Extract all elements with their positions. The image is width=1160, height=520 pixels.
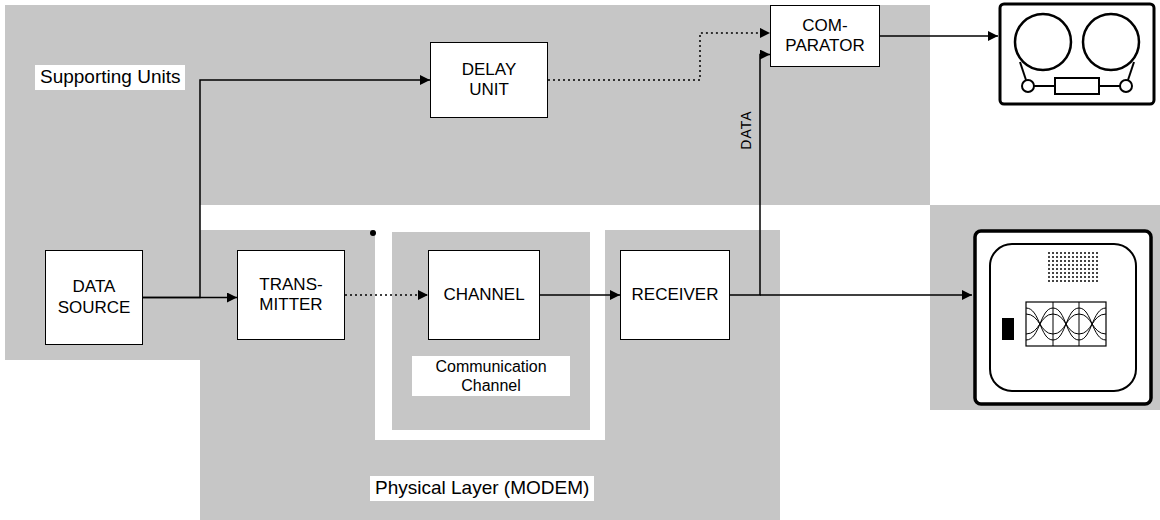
region-band: Physical Layer (MODEM) TRANS- MITTER Commu… (200, 230, 780, 520)
region-label: Communication Channel (412, 356, 570, 396)
box-label: CHANNEL (443, 285, 524, 305)
junction-dot (370, 230, 376, 236)
region-frame (375, 205, 605, 440)
box-label: DATA SOURCE (54, 277, 134, 318)
region-fill (5, 5, 930, 205)
connector-arrow (540, 294, 620, 296)
process-box: COM- PARATOR (770, 5, 880, 67)
region-label: Supporting Units (35, 65, 185, 90)
monitor-icon (975, 231, 1151, 404)
output-wire (880, 35, 998, 37)
region-band: Communication Channel CHANNEL (392, 232, 590, 430)
connector-arrow (730, 55, 770, 295)
process-box: RECEIVER (620, 250, 730, 340)
region-fill (392, 232, 590, 430)
process-box: DELAY UNIT (430, 42, 548, 118)
connector-arrow (548, 33, 770, 80)
region-band: Supporting Units DELAY UNIT COM- PARATOR (5, 5, 930, 205)
region-label: Physical Layer (MODEM) (370, 476, 594, 501)
connector-arrow (345, 294, 428, 296)
box-label: TRANS- MITTER (251, 275, 331, 316)
box-label: RECEIVER (632, 285, 719, 305)
region-band (5, 5, 200, 360)
tape-recorder-icon (1000, 4, 1154, 104)
edge-label: DATA (737, 110, 753, 149)
output-wire (760, 294, 972, 296)
box-label: DELAY UNIT (449, 60, 529, 101)
process-box: TRANS- MITTER (237, 250, 345, 340)
display-panel (930, 205, 1160, 410)
process-box: CHANNEL (428, 250, 540, 340)
connector-arrow (143, 297, 237, 299)
region-fill (200, 230, 780, 520)
box-label: COM- PARATOR (780, 16, 870, 57)
process-box: DATA SOURCE (45, 250, 143, 345)
